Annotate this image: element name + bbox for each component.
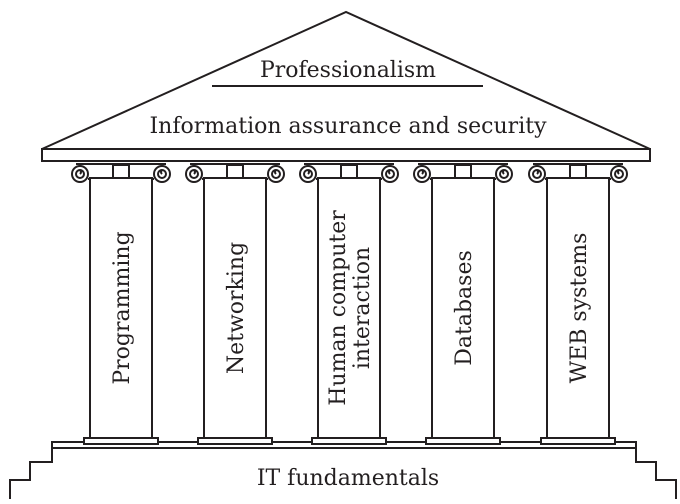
base-step-outline xyxy=(9,447,677,499)
pillar-capital-block xyxy=(226,164,244,180)
pillar-programming xyxy=(71,163,171,445)
pillar-volute-right-curl xyxy=(274,169,277,175)
pillar-capital-block xyxy=(454,164,472,180)
pillar-shaft xyxy=(317,177,381,439)
pillar-label-programming: Programming xyxy=(110,231,135,384)
pillar-shaft xyxy=(203,177,267,439)
pillar-label-human-computer-interaction: Human computerinteraction xyxy=(326,210,375,406)
pillar-shaft xyxy=(431,177,495,439)
pillar-label-line: Human computer xyxy=(326,210,351,406)
pillar-databases xyxy=(413,163,513,445)
roof-slab xyxy=(41,148,651,162)
pillar-base xyxy=(197,437,273,445)
pillar-volute-left-curl xyxy=(307,169,310,175)
pillar-volute-right-curl xyxy=(160,169,163,175)
pillar-web-systems xyxy=(528,163,628,445)
pillar-volute-left-curl xyxy=(79,169,82,175)
pillar-base xyxy=(83,437,159,445)
pillar-label-line: Programming xyxy=(110,231,135,384)
pillar-label-line: WEB systems xyxy=(567,233,592,384)
pillar-label-line: Databases xyxy=(452,250,477,366)
pillar-networking xyxy=(185,163,285,445)
base-label: IT fundamentals xyxy=(257,466,439,491)
pillar-label-line: interaction xyxy=(350,247,375,369)
pillar-volute-left-curl xyxy=(193,169,196,175)
pillar-base xyxy=(540,437,616,445)
pillar-volute-right-curl xyxy=(502,169,505,175)
pillar-base xyxy=(425,437,501,445)
pillar-label-web-systems: WEB systems xyxy=(567,233,592,384)
pillar-label-networking: Networking xyxy=(224,242,249,374)
pillar-capital-block xyxy=(340,164,358,180)
pillar-label-databases: Databases xyxy=(452,250,477,366)
pillar-capital-block xyxy=(569,164,587,180)
pillar-volute-left-curl xyxy=(536,169,539,175)
roof-top-label: Professionalism xyxy=(260,58,436,83)
pillar-base xyxy=(311,437,387,445)
pillar-shaft xyxy=(89,177,153,439)
pillar-volute-left-curl xyxy=(421,169,424,175)
pillar-volute-right-curl xyxy=(388,169,391,175)
pillar-human-computer-interaction xyxy=(299,163,399,445)
pillar-volute-right-curl xyxy=(617,169,620,175)
roof-beam-label: Information assurance and security xyxy=(149,114,547,139)
pillar-shaft xyxy=(546,177,610,439)
pillar-label-line: Networking xyxy=(224,242,249,374)
pillar-capital-block xyxy=(112,164,130,180)
